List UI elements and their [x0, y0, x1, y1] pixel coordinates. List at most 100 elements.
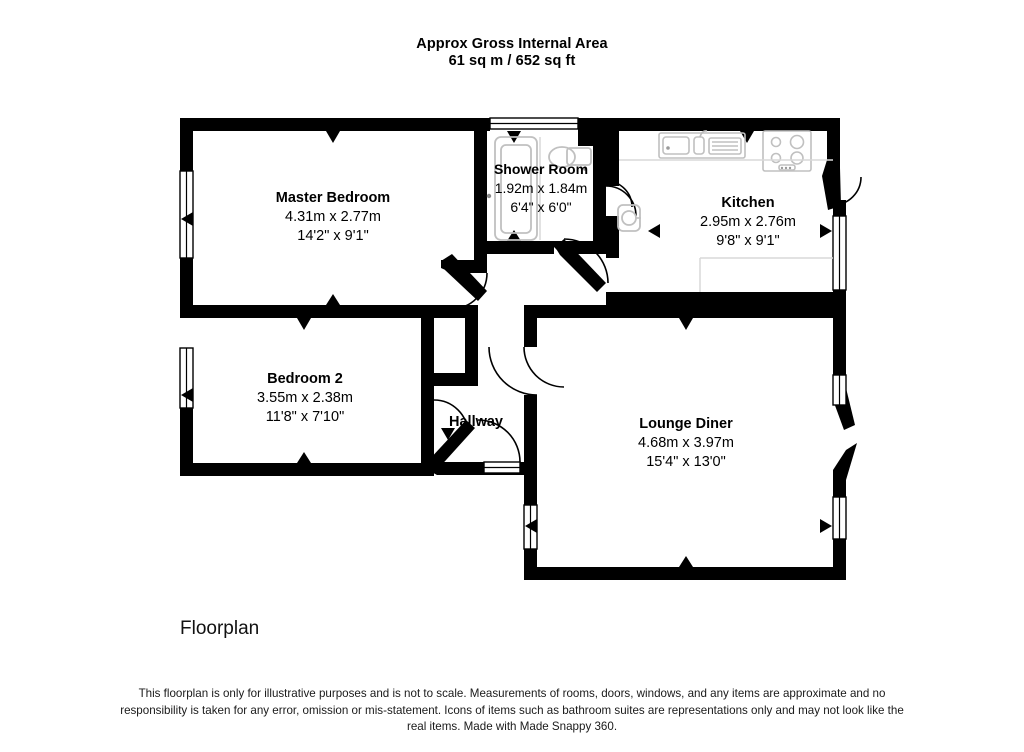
wall-master-right [474, 118, 487, 260]
room-label-bedroom-2: Bedroom 2 3.55m x 2.38m 11'8" x 7'10" [222, 370, 388, 427]
wall-kitchen-left-lower [606, 216, 619, 258]
room-dim-metric-bedroom-2: 3.55m x 2.38m [257, 390, 353, 406]
view-marker-shower-bottom [507, 230, 521, 241]
room-name-hallway: Hallway [449, 414, 503, 430]
hob-icon [762, 130, 812, 172]
door-arc-lounge [488, 346, 538, 396]
wall-hall-left-vert2 [434, 373, 478, 386]
door-arc-bedroom2 [433, 399, 469, 435]
plan-header: Approx Gross Internal Area 61 sq m / 652… [0, 36, 1024, 70]
window-kitchen [832, 215, 847, 291]
floorplan-svg [179, 117, 862, 580]
door-arc-hall-center [563, 238, 609, 284]
wall-lounge-left-lower [524, 467, 537, 505]
wall-lounge-right-lower [833, 478, 846, 498]
room-label-hallway: Hallway [416, 413, 536, 432]
view-marker-bedroom2-left [181, 388, 193, 402]
window-lounge-right-lower [832, 496, 847, 540]
view-marker-kitchen-right [820, 224, 832, 238]
room-dim-metric-master-bedroom: 4.31m x 2.77m [285, 209, 381, 225]
door-arc-master [450, 272, 488, 310]
wall-lounge-right-lower2 [833, 537, 846, 580]
fixtures-group [486, 130, 833, 292]
window-shower-room [489, 117, 579, 130]
room-name-shower-room: Shower Room [493, 161, 589, 177]
room-dim-imperial-master-bedroom: 14'2" x 9'1" [297, 228, 369, 244]
wall-hall-left-vert [465, 305, 478, 385]
wall-left-exterior-top [180, 118, 193, 171]
gross-area-value: 61 sq m / 652 sq ft [448, 53, 576, 69]
view-marker-kitchen-top [740, 131, 754, 143]
wall-shower-bottom [474, 241, 554, 254]
wall-lounge-right-upper [833, 305, 846, 375]
wall-lounge-bottom [524, 567, 846, 580]
room-dim-imperial-shower-room: 6'4" x 6'0" [510, 199, 572, 215]
wall-kitchen-bottom [606, 292, 846, 305]
view-marker-lounge-right [820, 519, 832, 533]
view-marker-master-left [181, 212, 193, 226]
room-label-kitchen: Kitchen 2.95m x 2.76m 9'8" x 9'1" [665, 194, 831, 251]
wall-bedroom2-right-upper [421, 305, 434, 400]
view-markers-group [181, 131, 832, 567]
kitchen-counter-icon [619, 159, 833, 292]
wall-kitchen-left [606, 118, 619, 186]
room-label-lounge-diner: Lounge Diner 4.68m x 3.97m 15'4" x 13'0" [602, 415, 770, 472]
wall-lounge-right-angle-lower [833, 443, 857, 480]
gross-area-title: Approx Gross Internal Area [416, 36, 608, 52]
walls-group [180, 118, 857, 580]
view-marker-bedroom2-right [421, 388, 433, 402]
view-marker-bedroom2-top [297, 318, 311, 330]
room-name-bedroom-2: Bedroom 2 [267, 371, 343, 387]
wash-basin-icon [617, 204, 641, 232]
door-arc-shower [605, 180, 633, 208]
room-dim-metric-lounge-diner: 4.68m x 3.97m [638, 435, 734, 451]
wall-hall-angle-b [555, 239, 606, 292]
room-label-master-bedroom: Master Bedroom 4.31m x 2.77m 14'2" x 9'1… [247, 189, 419, 246]
floorplan-disclaimer: This floorplan is only for illustrative … [120, 687, 904, 734]
room-dim-imperial-lounge-diner: 15'4" x 13'0" [646, 454, 726, 470]
toilet-icon [548, 146, 592, 171]
view-marker-master-top [326, 131, 340, 143]
window-lounge-right-upper [832, 374, 847, 406]
wall-kitchen-top [606, 118, 840, 131]
windows-group [179, 117, 847, 550]
room-dim-metric-kitchen: 2.95m x 2.76m [700, 214, 796, 230]
wall-lounge-top [524, 305, 846, 318]
wall-left-exterior-bottom [180, 408, 193, 476]
kitchen-sink-icon [658, 130, 746, 159]
wall-lounge-left-upper [524, 305, 537, 347]
room-name-master-bedroom: Master Bedroom [275, 190, 391, 206]
view-marker-bedroom2-bottom [297, 452, 311, 463]
room-name-kitchen: Kitchen [721, 195, 775, 211]
view-marker-lounge-left [525, 519, 537, 533]
wall-bedroom2-right-lower [421, 400, 434, 476]
wall-left-exterior-mid [180, 258, 193, 318]
door-arc-entry [477, 419, 521, 463]
room-label-shower-room: Shower Room 1.92m x 1.84m 6'4" x 6'0" [482, 160, 600, 217]
wall-hall-angle-d [428, 420, 475, 470]
view-marker-kitchen-left [648, 224, 660, 238]
wall-kitchen-right-angle [822, 160, 841, 210]
room-dim-imperial-bedroom-2: 11'8" x 7'10" [265, 409, 345, 425]
room-dim-metric-shower-room: 1.92m x 1.84m [494, 180, 588, 196]
wall-shower-right [593, 131, 606, 181]
view-marker-lounge-top [679, 318, 693, 330]
door-arc-kitchen-right [832, 176, 862, 206]
door-arc-kitchen [605, 185, 637, 217]
room-name-lounge-diner: Lounge Diner [639, 416, 733, 432]
wall-hall-angle-a [441, 254, 487, 301]
wall-master-bedroom2-divider [180, 305, 428, 318]
view-marker-master-bottom [326, 294, 340, 305]
view-marker-shower-right [593, 188, 605, 202]
doors-group [433, 176, 862, 463]
wall-bedroom2-bottom [180, 463, 428, 476]
wall-shower-top-left [474, 118, 490, 131]
floorplan-caption: Floorplan [180, 618, 260, 639]
wall-kitchen-right-upper [827, 118, 840, 164]
shower-tray-icon [486, 136, 538, 241]
door-arc-lounge-left [523, 346, 565, 388]
entry-door-panel [483, 461, 521, 474]
view-marker-kitchen-bottom [740, 292, 754, 303]
view-marker-lounge-bottom [679, 556, 693, 567]
